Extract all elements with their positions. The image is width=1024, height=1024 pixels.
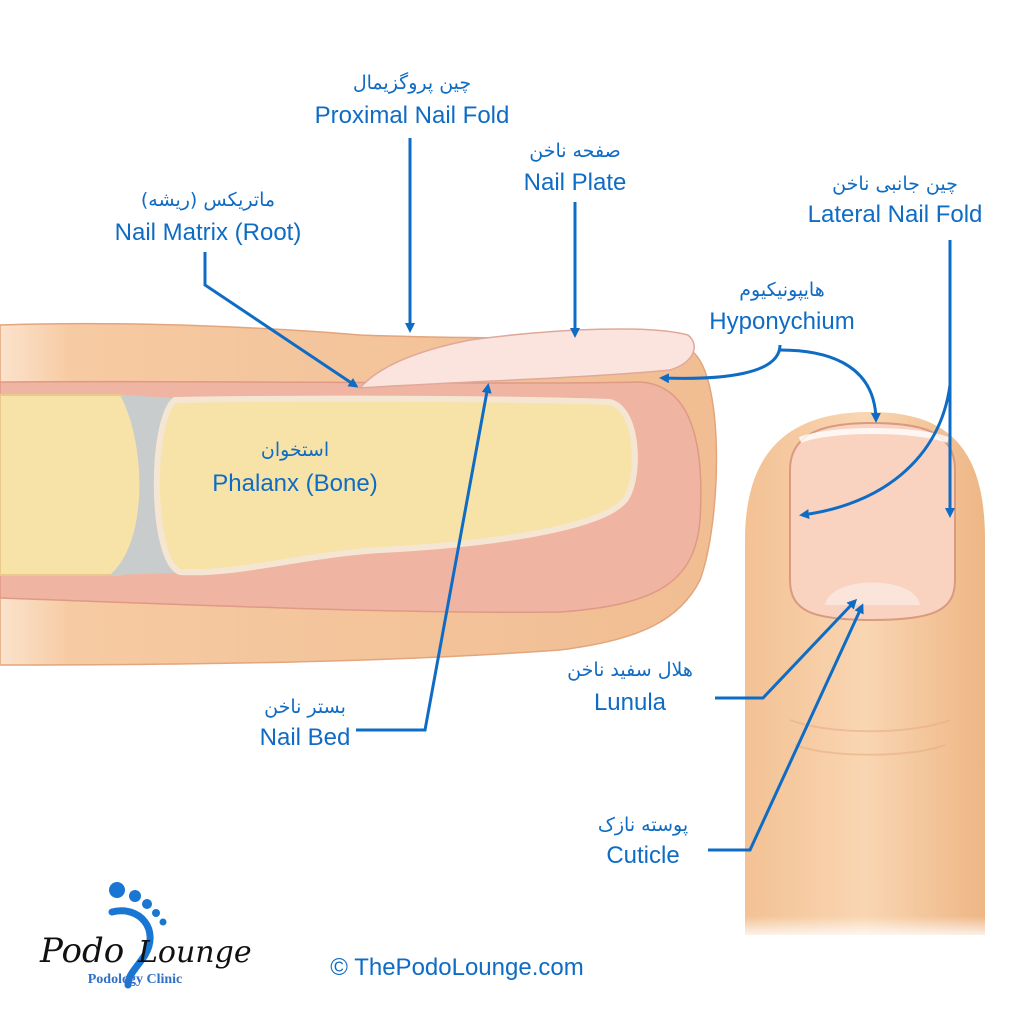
label-nail-bed: بستر ناخن Nail Bed — [260, 696, 351, 751]
svg-text:بستر ناخن: بستر ناخن — [264, 696, 346, 718]
svg-text:چین پروگزیمال: چین پروگزیمال — [353, 71, 471, 94]
label-nail-matrix: ماتریکس (ریشه) Nail Matrix (Root) — [115, 189, 302, 246]
label-hyponychium: هایپونیکیوم Hyponychium — [709, 279, 854, 335]
svg-text:ماتریکس (ریشه): ماتریکس (ریشه) — [141, 189, 275, 211]
svg-text:Podology Clinic: Podology Clinic — [88, 972, 183, 987]
svg-text:Lunula: Lunula — [594, 689, 667, 716]
label-phalanx: استخوان Phalanx (Bone) — [212, 439, 377, 497]
svg-text:Nail Plate: Nail Plate — [524, 169, 627, 196]
front-finger — [740, 412, 990, 940]
svg-text:استخوان: استخوان — [261, 439, 329, 461]
svg-text:Podo: Podo — [39, 931, 124, 971]
svg-text:پوسته نازک: پوسته نازک — [598, 814, 688, 836]
label-lunula: هلال سفید ناخن Lunula — [567, 659, 693, 716]
svg-text:Phalanx (Bone): Phalanx (Bone) — [212, 470, 377, 497]
svg-text:Lounge: Lounge — [137, 935, 252, 970]
label-cuticle: پوسته نازک Cuticle — [598, 814, 688, 869]
svg-text:Nail Bed: Nail Bed — [260, 724, 351, 751]
label-proximal-nail-fold: چین پروگزیمال Proximal Nail Fold — [315, 71, 510, 129]
label-lateral-nail-fold: چین جانبی ناخن Lateral Nail Fold — [808, 173, 983, 228]
pointer-arrows — [203, 138, 955, 852]
nail-front — [789, 421, 956, 622]
svg-text:هایپونیکیوم: هایپونیکیوم — [739, 279, 824, 301]
svg-text:چین جانبی ناخن: چین جانبی ناخن — [832, 173, 958, 195]
svg-text:Lateral Nail Fold: Lateral Nail Fold — [808, 201, 983, 228]
label-nail-plate: صفحه ناخن Nail Plate — [524, 140, 627, 196]
distal-phalanx — [153, 395, 638, 576]
svg-text:Cuticle: Cuticle — [606, 842, 679, 869]
svg-text:هلال سفید ناخن: هلال سفید ناخن — [567, 659, 693, 681]
svg-text:Hyponychium: Hyponychium — [709, 308, 854, 335]
svg-text:Nail Matrix (Root): Nail Matrix (Root) — [115, 219, 302, 246]
svg-text:Proximal Nail Fold: Proximal Nail Fold — [315, 102, 510, 129]
side-finger-cross-section — [0, 322, 718, 666]
svg-text:صفحه ناخن: صفحه ناخن — [529, 140, 621, 162]
podolounge-logo: Podo Lounge Podology Clinic — [39, 882, 252, 989]
nail-plate-side — [358, 328, 695, 389]
copyright-text: © ThePodoLounge.com — [330, 954, 583, 981]
